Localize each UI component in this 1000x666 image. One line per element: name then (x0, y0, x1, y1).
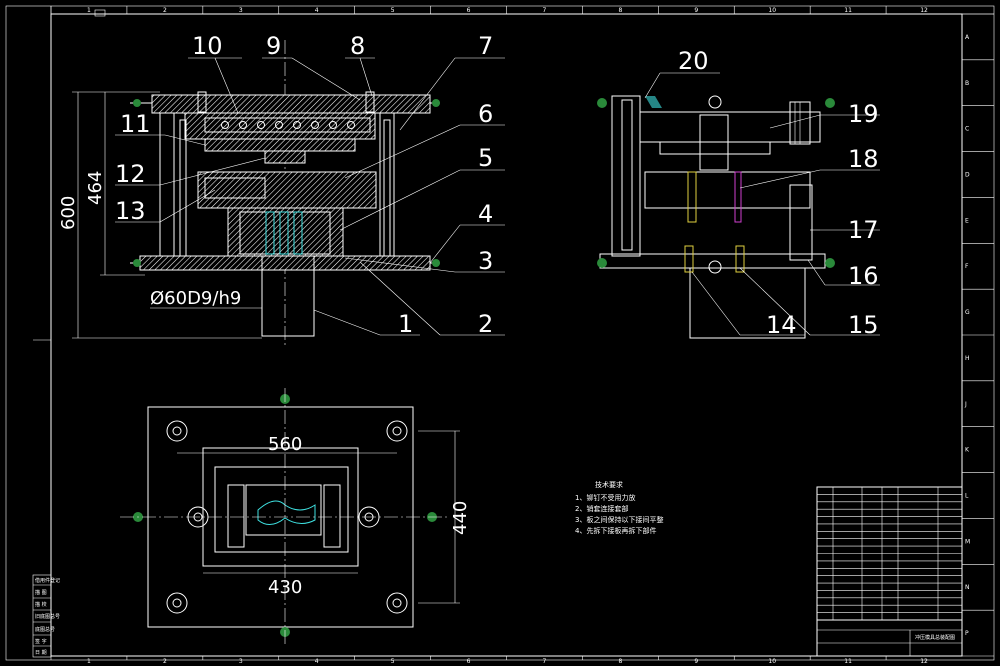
part-number-11: 11 (120, 110, 151, 138)
dim-560: 560 (268, 434, 302, 455)
part-number-17: 17 (848, 216, 879, 244)
zone-right-K: K (965, 447, 970, 454)
zone-top-2: 2 (163, 7, 167, 14)
part-number-13: 13 (115, 197, 146, 225)
part-number-20: 20 (678, 47, 709, 75)
zone-top-10: 10 (768, 7, 776, 14)
strip-label-2: 描 图 (35, 589, 47, 596)
zone-top-12: 12 (920, 7, 928, 14)
zone-right-D: D (965, 172, 970, 179)
bolt-hole (293, 121, 301, 129)
zone-right-G: G (965, 309, 970, 316)
zone-bottom-6: 6 (467, 658, 471, 665)
zone-bottom-8: 8 (618, 658, 622, 665)
dim-430: 430 (268, 577, 302, 598)
part-number-3: 3 (478, 247, 493, 275)
part-number-14: 14 (766, 311, 797, 339)
dim-shaft: Ø60D9/h9 (150, 288, 241, 309)
zone-right-M: M (965, 538, 970, 545)
zone-bottom-12: 12 (920, 658, 928, 665)
tech-requirements: 技术要求 1、铆钉不受用力放 2、销套连接套部 3、板之间保持以下接间平整 4、… (575, 480, 663, 535)
zone-right-N: N (965, 584, 970, 591)
zone-right-H: H (965, 355, 970, 362)
bolt-hole (311, 121, 319, 129)
bolt-hole (329, 121, 337, 129)
dim-600: 600 (58, 196, 79, 230)
strip-label-7: 日 期 (35, 650, 47, 656)
tech-item-2: 2、销套连接套部 (575, 504, 628, 513)
part-number-6: 6 (478, 100, 493, 128)
dim-440: 440 (450, 501, 471, 535)
part-number-12: 12 (115, 160, 146, 188)
zone-bottom-10: 10 (768, 658, 776, 665)
part-number-9: 9 (266, 32, 281, 60)
right-zone-markers: A B C D E F G H J K L M N P (962, 13, 994, 637)
zone-top-3: 3 (239, 7, 243, 14)
zone-right-C: C (965, 126, 969, 133)
zone-top-9: 9 (694, 7, 698, 14)
part-number-7: 7 (478, 32, 493, 60)
zone-bottom-7: 7 (543, 658, 547, 665)
zone-bottom-5: 5 (391, 658, 395, 665)
zone-bottom-4: 4 (315, 658, 319, 665)
zone-right-E: E (965, 217, 969, 224)
zone-top-4: 4 (315, 7, 319, 14)
bolt-hole (347, 121, 355, 129)
left-issue-strip: 借用件登记 描 图 描 校 旧底图总号 底图总号 签 字 日 期 (32, 339, 60, 658)
side-view: 20 19 18 17 16 15 14 (597, 47, 880, 339)
strip-label-3: 描 校 (35, 601, 47, 608)
bolt-hole (275, 121, 283, 129)
part-number-8: 8 (350, 32, 365, 60)
zone-bottom-11: 11 (844, 658, 852, 665)
zone-right-L: L (965, 493, 969, 500)
zone-right-J: J (964, 401, 967, 408)
zone-right-P: P (965, 630, 969, 637)
zone-bottom-1: 1 (87, 658, 91, 665)
tech-item-3: 3、板之间保持以下接间平整 (575, 515, 663, 524)
zone-bottom-2: 2 (163, 658, 167, 665)
part-number-5: 5 (478, 144, 493, 172)
part-number-16: 16 (848, 262, 879, 290)
front-view: 600 464 Ø60D9/h9 10 9 8 7 6 5 4 3 2 1 (58, 32, 505, 345)
bolt-hole (257, 121, 265, 129)
tech-title: 技术要求 (595, 480, 623, 489)
part-number-10: 10 (192, 32, 223, 60)
tech-item-4: 4、先拆下接板再拆下部件 (575, 526, 656, 535)
drawing-title: 冲压模具总装配图 (915, 634, 955, 641)
zone-top-7: 7 (543, 7, 547, 14)
strip-label-4: 旧底图总号 (35, 613, 60, 620)
strip-label-5: 底图总号 (35, 626, 55, 633)
top-view: 560 430 440 (120, 388, 471, 645)
zone-right-A: A (965, 34, 970, 41)
part-number-18: 18 (848, 145, 879, 173)
strip-label-6: 签 字 (35, 638, 47, 645)
zone-bottom-3: 3 (239, 658, 243, 665)
zone-bottom-9: 9 (694, 658, 698, 665)
bolt-hole (239, 121, 247, 129)
part-number-19: 19 (848, 100, 879, 128)
bolt-hole (221, 121, 229, 129)
zone-top-5: 5 (391, 7, 395, 14)
zone-top-1: 1 (87, 7, 91, 14)
strip-label-1: 借用件登记 (35, 577, 60, 584)
part-number-4: 4 (478, 200, 493, 228)
title-block: 冲压模具总装配图 (816, 486, 963, 657)
zone-right-F: F (965, 263, 969, 270)
part-number-2: 2 (478, 310, 493, 338)
dim-464: 464 (85, 171, 106, 205)
zone-right-B: B (965, 80, 969, 87)
part-number-15: 15 (848, 311, 879, 339)
zone-top-6: 6 (467, 7, 471, 14)
tech-item-1: 1、铆钉不受用力放 (575, 493, 635, 502)
zone-top-8: 8 (618, 7, 622, 14)
zone-top-11: 11 (844, 7, 852, 14)
part-number-1: 1 (398, 310, 413, 338)
